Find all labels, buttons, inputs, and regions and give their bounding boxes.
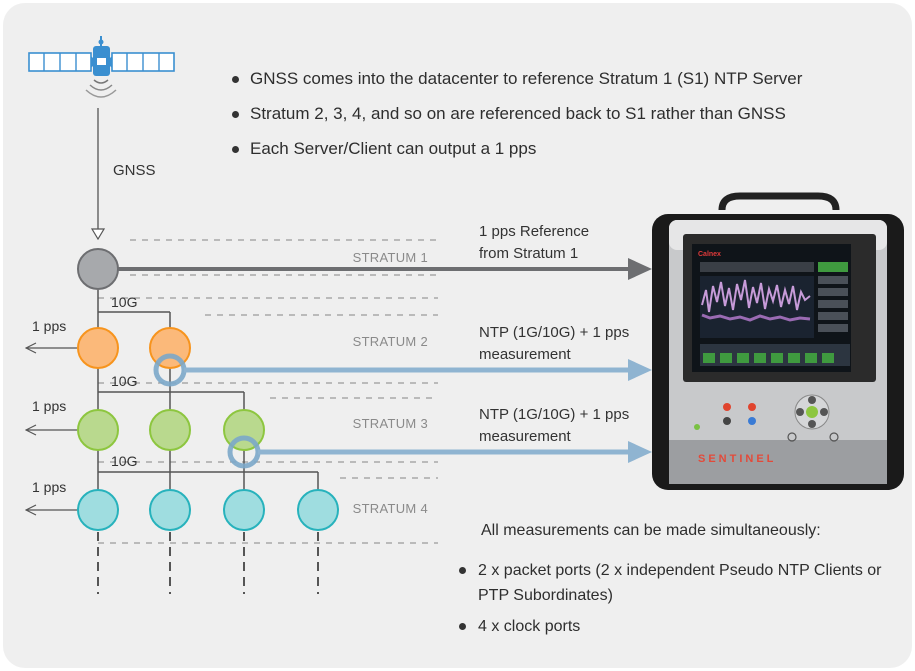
pps-label: 1 pps [32, 398, 66, 414]
stratum-label: STRATUM 1 [353, 250, 428, 265]
reference-label: 1 pps Reference [479, 223, 589, 240]
link-label-10g: 10G [111, 453, 137, 469]
ntp-label: NTP (1G/10G) + 1 pps [479, 324, 629, 341]
pps-label: 1 pps [32, 318, 66, 334]
device-brand: SENTINEL [698, 453, 776, 465]
stratum4-node [149, 489, 191, 531]
intro-bullets: GNSS comes into the datacenter to refere… [232, 68, 802, 173]
device-keypad [794, 394, 830, 430]
ntp-label: measurement [479, 428, 572, 445]
stratum3-node [149, 409, 191, 451]
bullet-item: GNSS comes into the datacenter to refere… [232, 68, 802, 103]
reference-label: from Stratum 1 [479, 245, 578, 262]
measurement-item: 2 x packet ports (2 x independent Pseudo… [458, 558, 898, 608]
stratum4-node [223, 489, 265, 531]
stratum-label: STRATUM 3 [353, 416, 428, 431]
satellite-icon [28, 36, 175, 98]
stratum-label: STRATUM 4 [353, 501, 428, 516]
bullet-item: Stratum 2, 3, 4, and so on are reference… [232, 103, 802, 138]
pps-label: 1 pps [32, 479, 66, 495]
stratum2-node [77, 327, 119, 369]
stratum4-node [77, 489, 119, 531]
ntp-arrow-1 [184, 359, 652, 381]
bullet-item: Each Server/Client can output a 1 pps [232, 138, 802, 173]
sentinel-device: Calnex [652, 192, 904, 490]
stratum3-node [77, 409, 119, 451]
stratum-label: STRATUM 2 [353, 334, 428, 349]
link-label-10g: 10G [111, 294, 137, 310]
ntp-label: NTP (1G/10G) + 1 pps [479, 406, 629, 423]
link-label-10g: 10G [111, 373, 137, 389]
stratum4-node [297, 489, 339, 531]
device-logo: Calnex [698, 251, 721, 258]
ntp-arrow-2 [258, 441, 652, 463]
ntp-label: measurement [479, 346, 572, 363]
measurement-item: 4 x clock ports [458, 614, 898, 639]
gnss-label: GNSS [113, 162, 156, 179]
measurements-intro: All measurements can be made simultaneou… [481, 522, 821, 539]
measurements-list: 2 x packet ports (2 x independent Pseudo… [458, 558, 898, 645]
stratum1-node [77, 248, 119, 290]
reference-arrow [118, 258, 652, 280]
